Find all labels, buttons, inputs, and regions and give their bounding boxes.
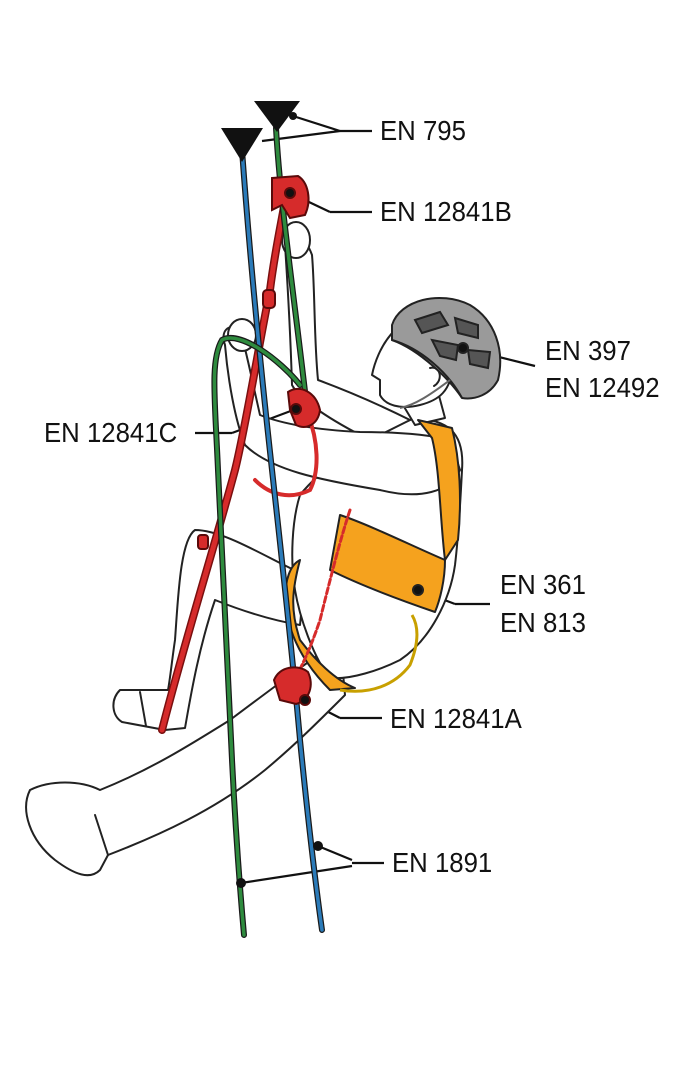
- rope-marker-blue: [313, 841, 323, 851]
- label-anchor: EN 795: [380, 115, 466, 146]
- label-helmet-1: EN 397: [545, 335, 631, 366]
- helmet-strap: [399, 379, 451, 409]
- helmet: [391, 297, 502, 409]
- back-leg: [112, 529, 306, 731]
- label-rope-clamp-b: EN 12841B: [380, 196, 512, 227]
- clamp-b-marker: [284, 187, 296, 199]
- clamp-a-marker: [299, 694, 311, 706]
- anchors: [221, 101, 300, 162]
- lanyard-clip-upper: [262, 289, 276, 309]
- helmet-marker: [457, 342, 469, 354]
- rope-marker-green: [236, 878, 246, 888]
- harness-leg-loop-right: [339, 614, 419, 693]
- helmet-brim: [391, 339, 463, 399]
- leader-en1891-b: [240, 864, 353, 885]
- ropes: [211, 125, 325, 938]
- lanyard-clip-lower: [197, 534, 209, 550]
- front-leg-sock: [94, 814, 109, 856]
- devices: [197, 174, 322, 706]
- clamp-c-icon: [286, 387, 322, 428]
- harness-chain: [292, 508, 352, 682]
- lanyard-long-inner: [159, 192, 289, 733]
- leader-en795-a: [292, 114, 341, 133]
- clamp-a-icon: [272, 666, 312, 706]
- harness-marker: [412, 584, 424, 596]
- harness: [284, 419, 461, 693]
- safety-rope: [212, 126, 308, 937]
- anchor-right-icon: [254, 101, 300, 132]
- lanyard-short: [253, 413, 319, 498]
- back-leg-sock: [139, 691, 147, 727]
- label-harness-1: EN 361: [500, 569, 586, 600]
- ear: [429, 366, 441, 387]
- harness-shoulder-strap: [417, 419, 461, 561]
- leader-en1891-a: [317, 844, 353, 862]
- helmet-vents: [413, 310, 492, 370]
- clamp-c-marker: [290, 403, 302, 415]
- label-harness-2: EN 813: [500, 607, 586, 638]
- front-leg: [25, 639, 346, 877]
- working-rope: [240, 148, 324, 932]
- label-helmet-2: EN 12492: [545, 372, 660, 403]
- label-rope: EN 1891: [392, 847, 493, 878]
- anchor-marker: [289, 112, 297, 120]
- anchor-left-icon: [221, 128, 263, 162]
- label-rope-clamp-a: EN 12841A: [390, 703, 522, 734]
- label-rope-clamp-c: EN 12841C: [44, 417, 178, 448]
- lanyards: [158, 191, 352, 734]
